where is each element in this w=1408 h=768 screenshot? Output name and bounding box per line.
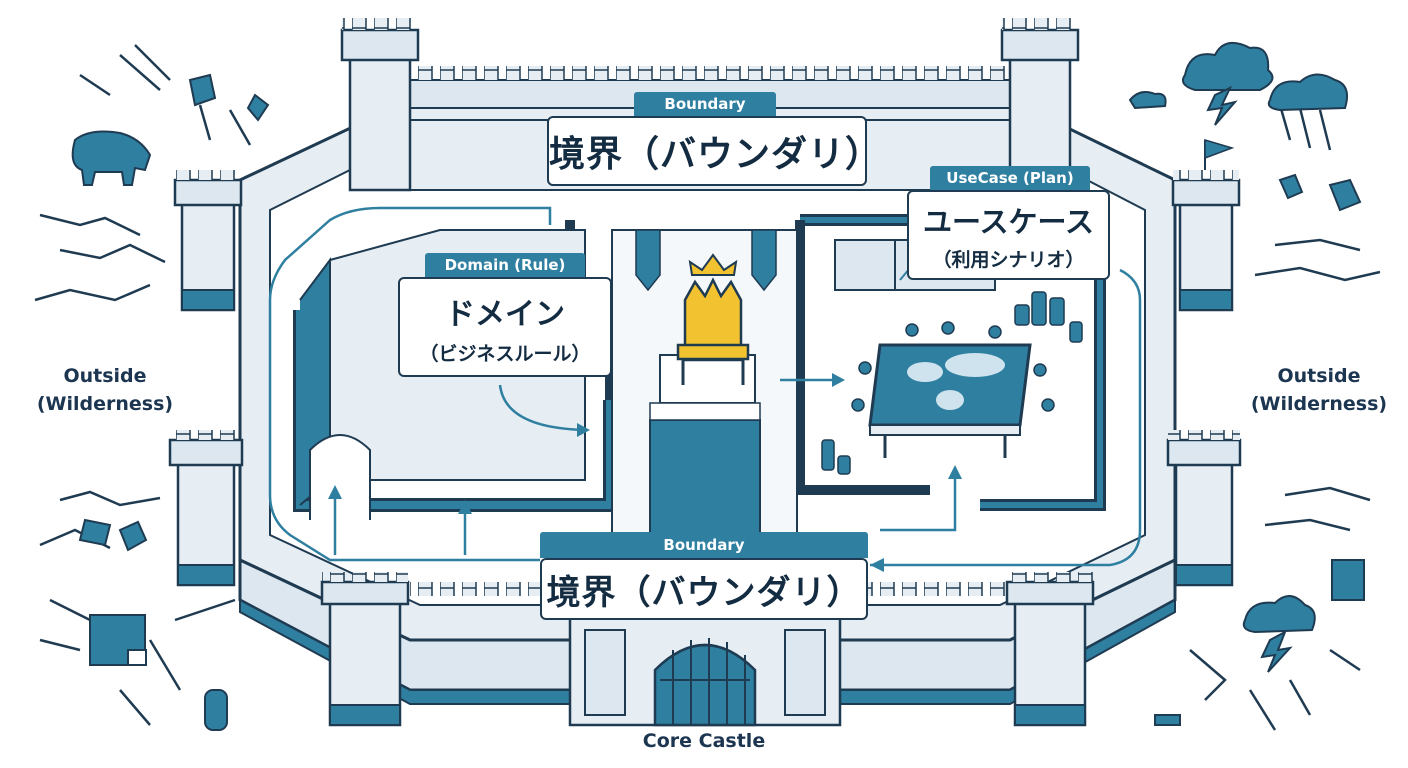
flow-arrowheads bbox=[328, 373, 962, 572]
domain-subtitle: （ビジネスルール） bbox=[419, 342, 591, 365]
outside-left-label: Outside (Wilderness) bbox=[20, 362, 190, 418]
wilderness-left-shapes bbox=[71, 73, 270, 731]
tower-low-left bbox=[168, 430, 244, 587]
boundary-top-title: 境界（バウンダリ） bbox=[549, 134, 883, 175]
domain-title: ドメイン bbox=[445, 296, 565, 332]
outside-left-line2: (Wilderness) bbox=[36, 393, 174, 415]
outside-right-label: Outside (Wilderness) bbox=[1234, 362, 1404, 418]
tower-mid-left bbox=[173, 170, 243, 312]
usecase-title: ユースケース bbox=[922, 204, 1095, 239]
boundary-bottom-tag: Boundary bbox=[540, 532, 868, 558]
domain-tag: Domain (Rule) bbox=[425, 253, 585, 277]
boundary-top-box: 境界（バウンダリ） bbox=[547, 116, 883, 186]
usecase-tag: UseCase (Plan) bbox=[930, 166, 1090, 190]
wilderness-right bbox=[1189, 104, 1381, 731]
boundary-top-tag: Boundary bbox=[634, 92, 776, 116]
tower-top-right bbox=[1000, 18, 1080, 192]
boundary-bottom-box: 境界（バウンダリ） bbox=[540, 558, 868, 620]
wilderness-left bbox=[34, 44, 252, 726]
usecase-subtitle: （利用シナリオ） bbox=[932, 248, 1085, 271]
tower-top-left bbox=[340, 18, 420, 192]
domain-box: ドメイン （ビジネスルール） bbox=[398, 277, 612, 377]
tower-low-right bbox=[1166, 430, 1242, 587]
tower-mid-right bbox=[1171, 138, 1241, 312]
outside-right-line1: Outside bbox=[1277, 365, 1361, 387]
usecase-box: ユースケース （利用シナリオ） bbox=[907, 190, 1110, 280]
tower-front-right bbox=[1005, 572, 1095, 727]
boundary-bottom-title: 境界（バウンダリ） bbox=[546, 572, 862, 613]
outside-left-line1: Outside bbox=[63, 365, 147, 387]
tower-front-left bbox=[320, 572, 410, 727]
core-castle-caption: Core Castle bbox=[642, 730, 766, 752]
gatehouse bbox=[568, 598, 842, 727]
flow-path bbox=[268, 206, 1142, 567]
throne-hall bbox=[611, 229, 798, 536]
outside-right-line2: (Wilderness) bbox=[1250, 393, 1388, 415]
wilderness-right-shapes bbox=[1128, 41, 1365, 726]
